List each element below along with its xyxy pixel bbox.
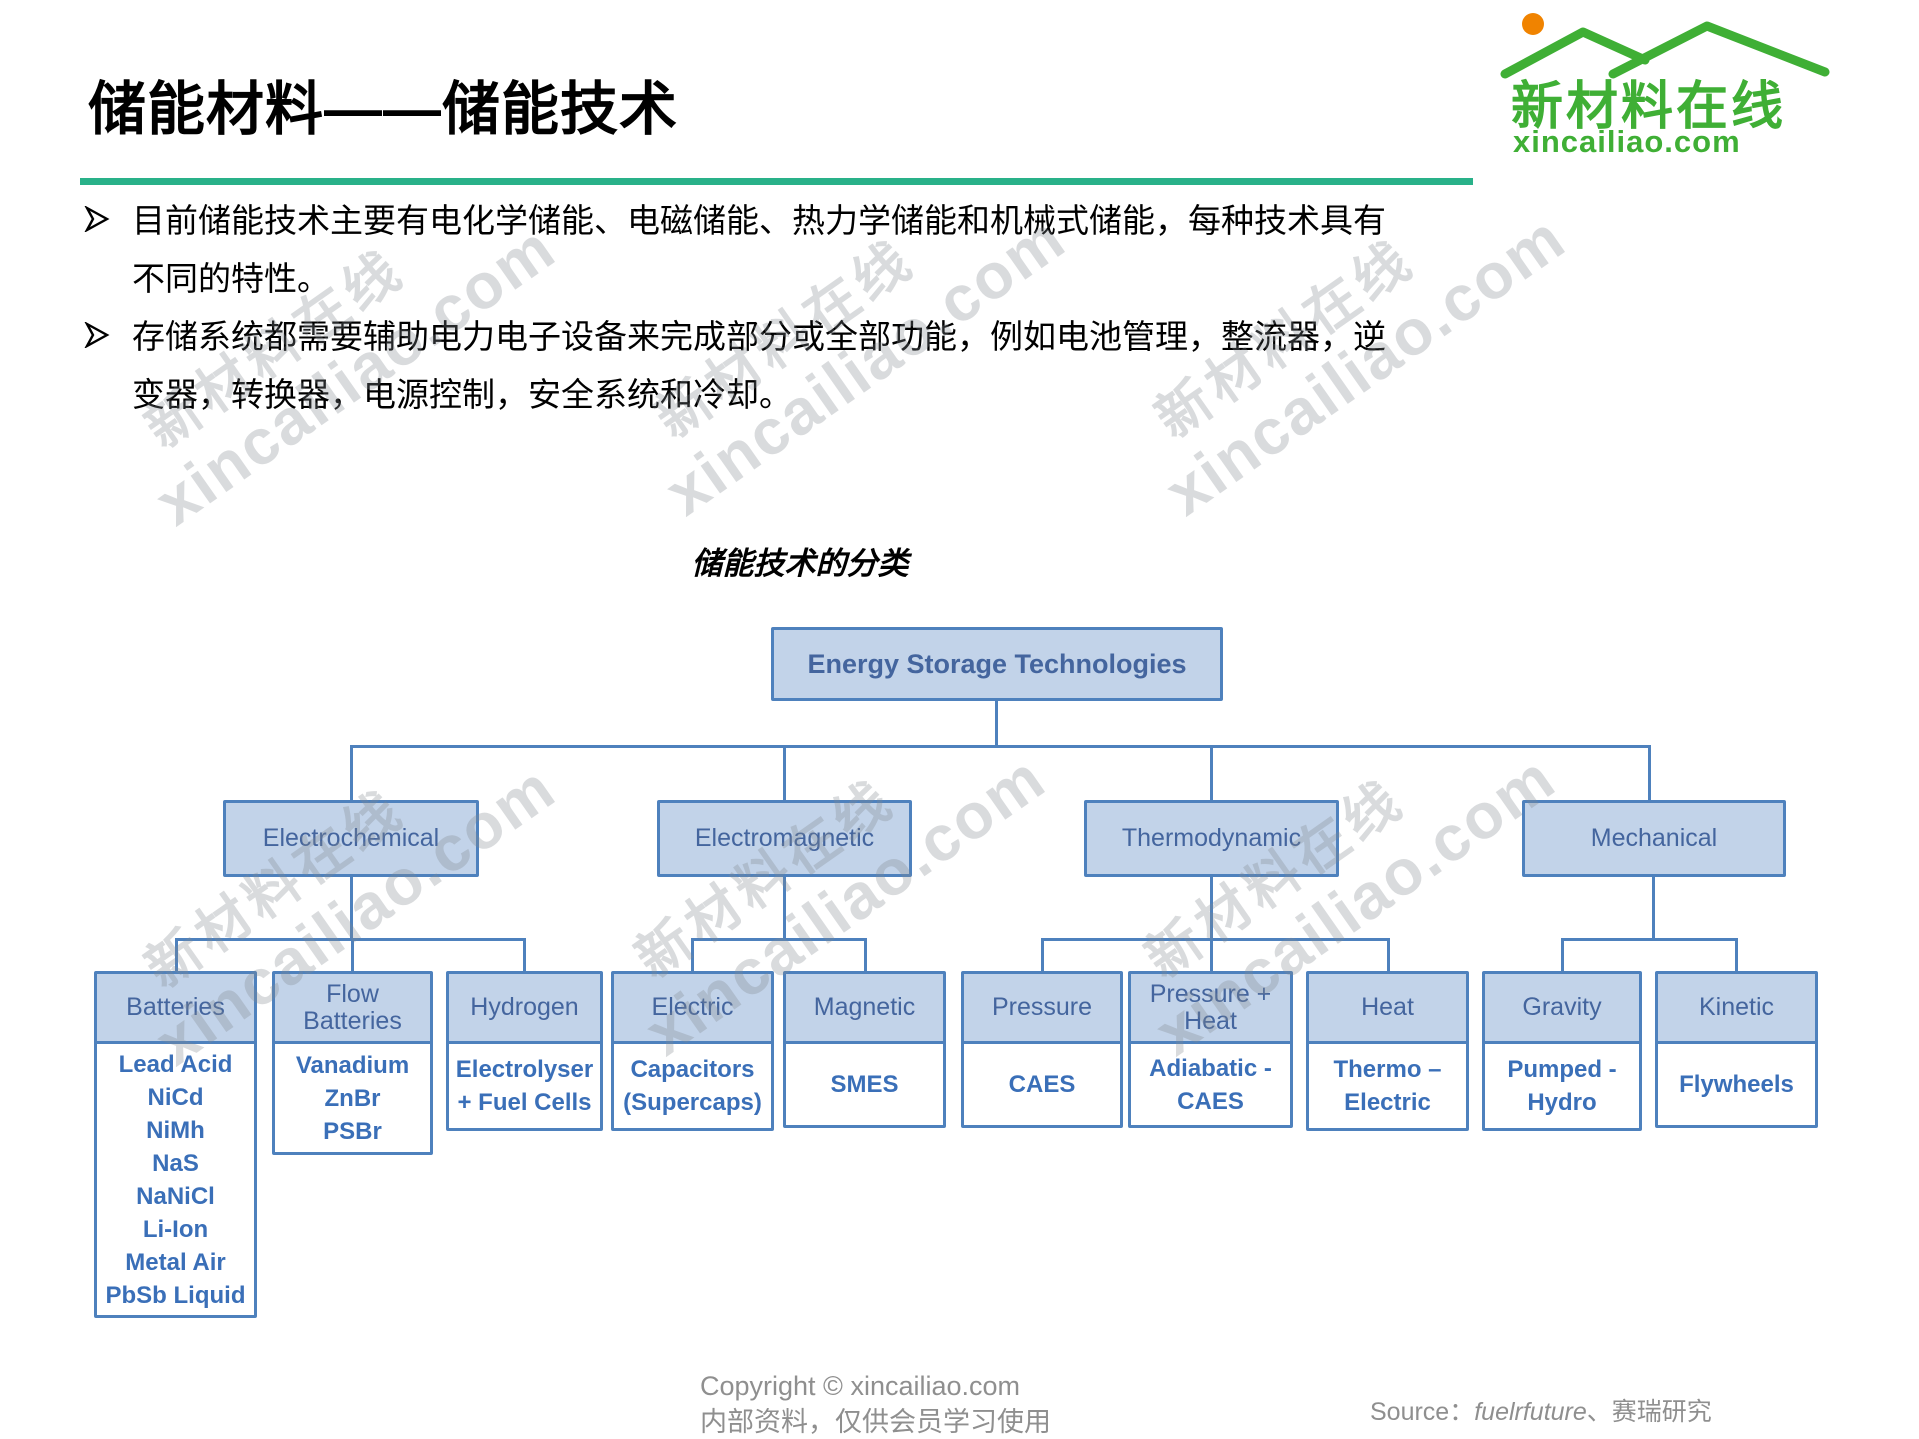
node-pressure: Pressure CAES [961, 971, 1123, 1128]
list-item: Metal Air [125, 1248, 226, 1276]
list-item: Capacitors (Supercaps) [623, 1056, 762, 1116]
logo-domain: xincailiao.com [1513, 124, 1741, 159]
footer-source-label: Source： [1370, 1398, 1475, 1426]
connector-line [351, 938, 354, 974]
list-item: Vanadium [295, 1051, 410, 1079]
connector-line [1041, 938, 1390, 941]
connector-line [691, 938, 694, 974]
connector-line [1735, 938, 1738, 974]
list-item: Electrolyser + Fuel Cells [455, 1056, 594, 1116]
list-item: Thermo – Electric [1333, 1056, 1442, 1116]
bullet-arrow-icon [84, 322, 110, 348]
connector-line [350, 745, 1651, 748]
node-batteries: Batteries Lead Acid NiCd NiMh NaS NaNiCl… [94, 971, 257, 1318]
list-item: Adiabatic - CAES [1149, 1054, 1272, 1115]
connector-line [1561, 938, 1564, 974]
list-item: NiCd [147, 1083, 204, 1111]
node-heat-header: Heat [1309, 974, 1466, 1044]
connector-line [350, 745, 353, 803]
connector-line [1652, 877, 1655, 940]
logo-name: 新材料在线 [1511, 78, 1787, 136]
connector-line [1210, 877, 1213, 940]
connector-line [783, 745, 786, 803]
title-underline [80, 178, 1473, 185]
bullet-2: 存储系统都需要辅助电力电子设备来完成部分或全部功能，例如电池管理，整流器，逆 变… [84, 308, 1544, 424]
node-magnetic-header: Magnetic [786, 974, 943, 1044]
footer-copyright-line-1: Copyright © xincailiao.com [700, 1371, 1021, 1401]
footer-source: Source：fuelrfuture、赛瑞研究 [1370, 1392, 1712, 1428]
connector-line [1041, 938, 1044, 974]
diagram-caption: 储能技术的分类 [691, 546, 909, 581]
list-item: PSBr [323, 1117, 382, 1145]
logo-roof-icon [1500, 13, 1830, 79]
footer-copyright: Copyright © xincailiao.com 内部资料，仅供会员学习使用 [700, 1368, 1051, 1439]
connector-line [1648, 745, 1651, 803]
node-electric-header: Electric [614, 974, 771, 1044]
node-pressure-heat: Pressure + Heat Adiabatic - CAES [1128, 971, 1293, 1128]
node-kinetic-header: Kinetic [1658, 974, 1815, 1044]
connector-line [1210, 938, 1213, 974]
bullet-arrow-icon [84, 206, 110, 232]
node-gravity-header: Gravity [1485, 974, 1639, 1044]
node-electric: Electric Capacitors (Supercaps) [611, 971, 774, 1131]
footer-source-name: fuelrfuture [1474, 1398, 1587, 1426]
node-electromagnetic: Electromagnetic [657, 800, 912, 877]
node-heat: Heat Thermo – Electric [1306, 971, 1469, 1131]
list-item: Li-Ion [142, 1215, 209, 1243]
node-pressure-header: Pressure [964, 974, 1120, 1044]
list-item: Flywheels [1679, 1071, 1794, 1098]
logo: 新材料在线 xincailiao.com [1495, 12, 1840, 162]
list-item: Lead Acid [118, 1050, 233, 1078]
list-item: NaS [152, 1149, 199, 1177]
bullet-1: 目前储能技术主要有电化学储能、电磁储能、热力学储能和机械式储能，每种技术具有 不… [84, 192, 1544, 308]
connector-line [691, 938, 867, 941]
node-batteries-header: Batteries [97, 974, 254, 1044]
connector-line [523, 938, 526, 974]
node-magnetic: Magnetic SMES [783, 971, 946, 1128]
list-item: NaNiCl [136, 1182, 215, 1210]
connector-line [1561, 938, 1738, 941]
footer-copyright-line-2: 内部资料，仅供会员学习使用 [700, 1407, 1051, 1437]
connector-line [175, 938, 526, 941]
list-item: CAES [1008, 1071, 1076, 1098]
node-kinetic: Kinetic Flywheels [1655, 971, 1818, 1128]
node-hydrogen-header: Hydrogen [449, 974, 600, 1044]
footer-source-rest: 、赛瑞研究 [1586, 1398, 1712, 1426]
node-flow-batteries-header: Flow Batteries [275, 974, 430, 1044]
list-item: Pumped - Hydro [1507, 1056, 1617, 1116]
node-pressure-heat-header: Pressure + Heat [1131, 974, 1290, 1044]
node-mechanical: Mechanical [1522, 800, 1786, 877]
list-item: ZnBr [324, 1084, 381, 1112]
connector-line [1210, 745, 1213, 803]
node-electrochemical: Electrochemical [223, 800, 479, 877]
node-gravity: Gravity Pumped - Hydro [1482, 971, 1642, 1131]
node-thermodynamic: Thermodynamic [1084, 800, 1339, 877]
connector-line [864, 938, 867, 974]
node-flow-batteries: Flow Batteries Vanadium ZnBr PSBr [272, 971, 433, 1155]
list-item: PbSb Liquid [105, 1281, 246, 1309]
page-title: 储能材料——储能技术 [88, 77, 679, 142]
connector-line [995, 701, 998, 748]
list-item: NiMh [146, 1116, 205, 1144]
list-item: SMES [830, 1071, 899, 1098]
bullet-1-line-1: 目前储能技术主要有电化学储能、电磁储能、热力学储能和机械式储能，每种技术具有 [132, 202, 1386, 239]
connector-line [1387, 938, 1390, 974]
connector-line [783, 877, 786, 940]
connector-line [350, 877, 353, 940]
node-hydrogen: Hydrogen Electrolyser + Fuel Cells [446, 971, 603, 1131]
bullet-1-line-2: 不同的特性。 [132, 260, 330, 297]
connector-line [175, 938, 178, 974]
bullet-2-line-1: 存储系统都需要辅助电力电子设备来完成部分或全部功能，例如电池管理，整流器，逆 [132, 318, 1386, 355]
node-root: Energy Storage Technologies [771, 627, 1223, 701]
bullet-2-line-2: 变器，转换器，电源控制，安全系统和冷却。 [132, 376, 792, 413]
